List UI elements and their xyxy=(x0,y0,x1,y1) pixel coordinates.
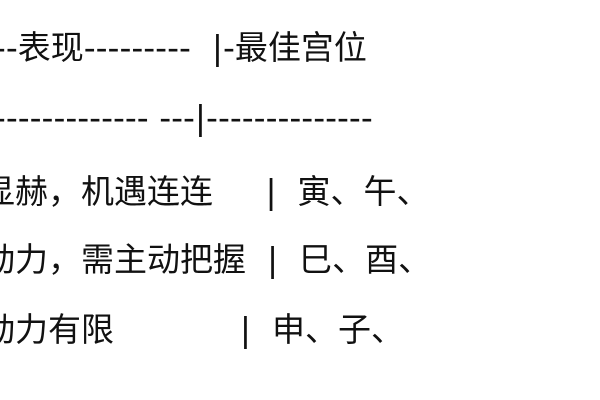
table-separator-line: -------------- ---|-------------- xyxy=(0,98,373,137)
table-row: 动力有限 | 申、子、 xyxy=(0,310,404,349)
table-row: 动力，需主动把握 | 巳、酉、 xyxy=(0,240,432,279)
table-row: 显赫，机遇连连 | 寅、午、 xyxy=(0,172,430,211)
table-header-line: ---表现--------- |-最佳宫位 xyxy=(0,28,367,67)
